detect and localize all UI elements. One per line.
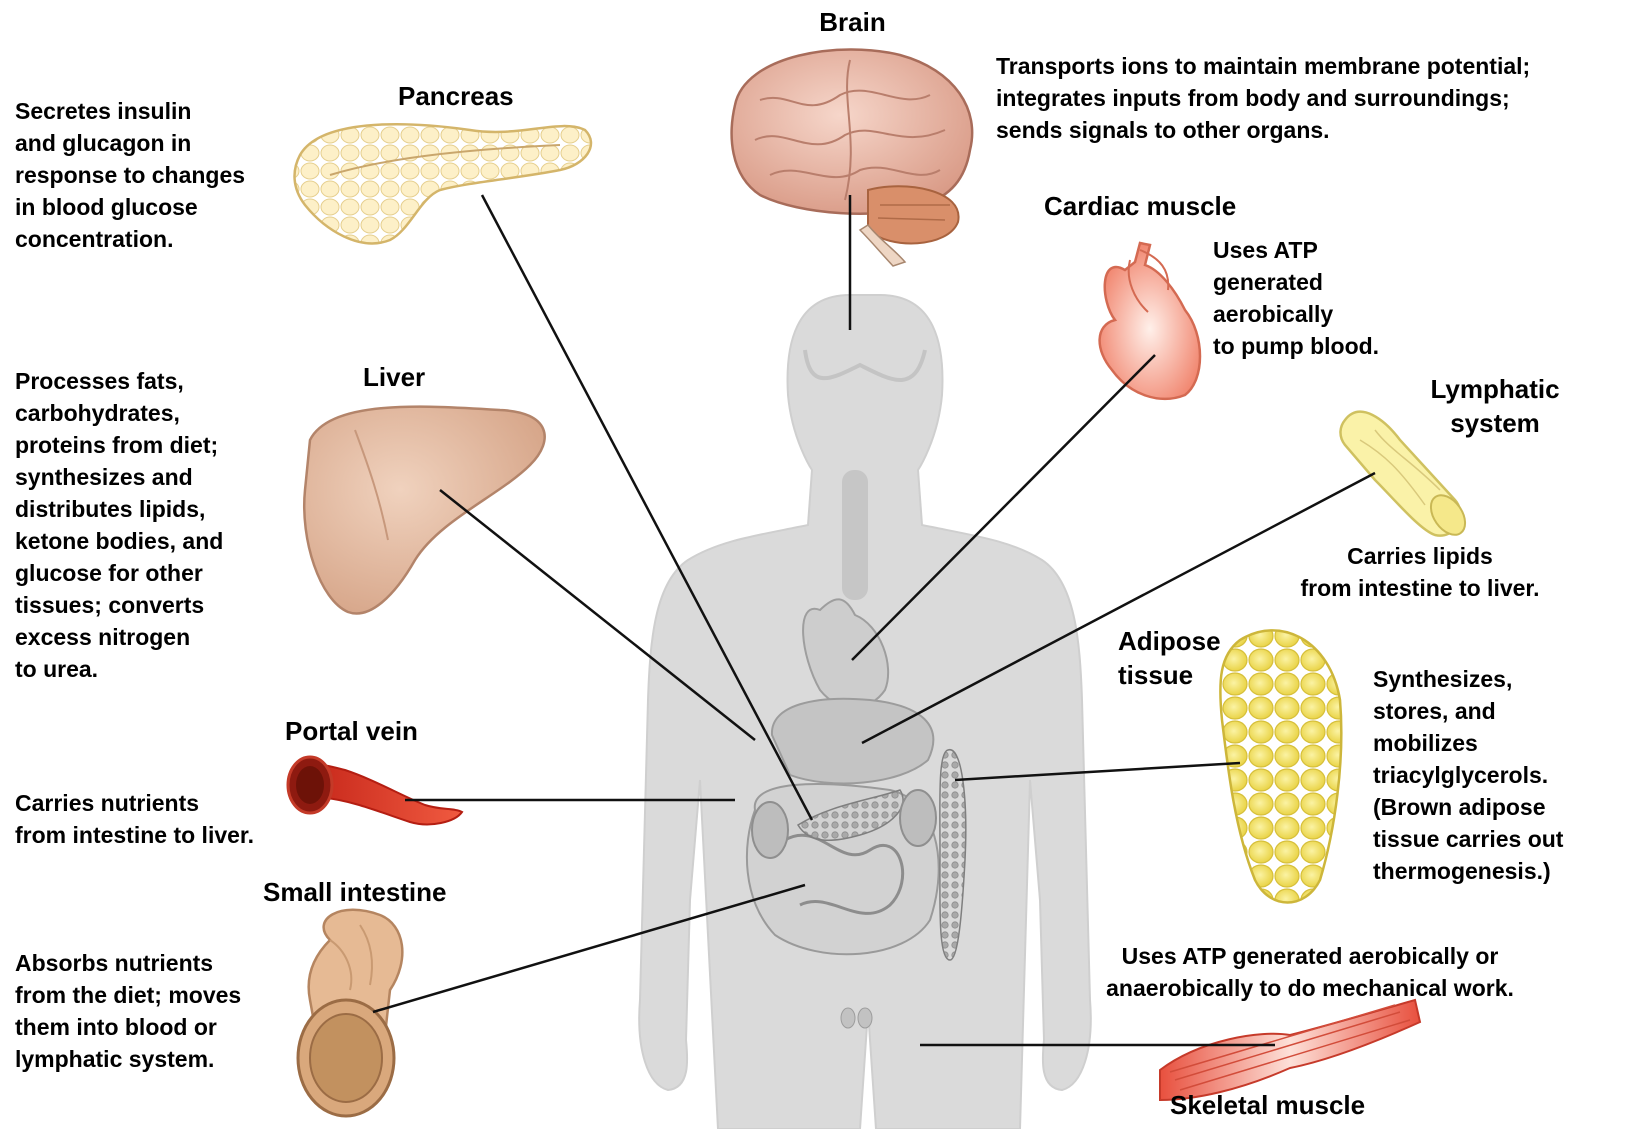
- liver-description: Processes fats, carbohydrates, proteins …: [15, 365, 305, 685]
- human-body-silhouette: [639, 295, 1091, 1129]
- small-intestine-title: Small intestine: [263, 875, 447, 909]
- brain-illustration: [732, 49, 973, 266]
- skeletal-muscle-description: Uses ATP generated aerobically or anaero…: [1060, 940, 1560, 1004]
- skeletal-muscle-title: Skeletal muscle: [1170, 1088, 1365, 1122]
- pancreas-description: Secretes insulin and glucagon in respons…: [15, 95, 315, 255]
- heart-illustration: [1100, 243, 1200, 399]
- pancreas-illustration: [295, 124, 591, 243]
- portal-vein-title: Portal vein: [285, 714, 418, 748]
- adipose-tissue-title: Adipose tissue: [1118, 624, 1221, 692]
- portal-vein-description: Carries nutrients from intestine to live…: [15, 787, 315, 851]
- brain-title: Brain: [800, 5, 905, 39]
- brain-description: Transports ions to maintain membrane pot…: [996, 50, 1636, 146]
- lymphatic-system-description: Carries lipids from intestine to liver.: [1270, 540, 1570, 604]
- skeletal-muscle-illustration: [1160, 1000, 1420, 1100]
- lymphatic-system-title: Lymphatic system: [1400, 372, 1590, 440]
- small-intestine-description: Absorbs nutrients from the diet; moves t…: [15, 947, 315, 1075]
- adipose-tissue-description: Synthesizes, stores, and mobilizes triac…: [1373, 663, 1633, 887]
- adipose-illustration: [1220, 630, 1341, 902]
- cardiac-muscle-description: Uses ATP generated aerobically to pump b…: [1213, 234, 1453, 362]
- cardiac-muscle-title: Cardiac muscle: [1044, 189, 1236, 223]
- liver-title: Liver: [363, 360, 425, 394]
- pancreas-title: Pancreas: [398, 79, 514, 113]
- liver-illustration: [304, 407, 544, 614]
